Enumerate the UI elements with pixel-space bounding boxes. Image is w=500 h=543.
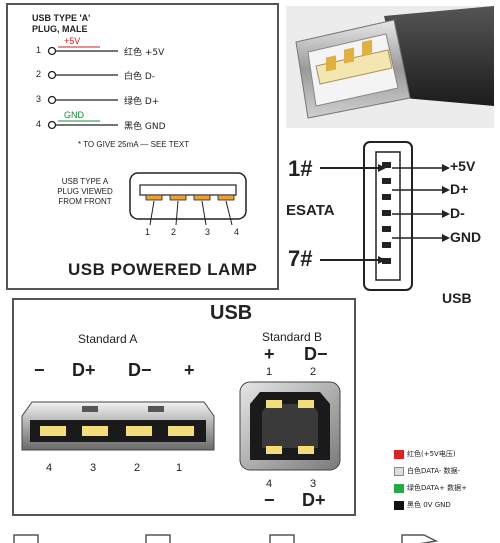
lamp-title: USB POWERED LAMP (68, 260, 258, 279)
esata-caption: USB (442, 290, 472, 306)
usb-panel-title: USB (210, 302, 253, 324)
esata-name: ESATA (286, 202, 335, 219)
color-legend: 红色(+5V电压) 白色DATA- 数据- 绿色DATA+ 数据+ 黑色 0V … (394, 448, 498, 516)
esata-signal-gnd: GND (450, 229, 482, 245)
plug-view-label: USB TYPE A PLUG VIEWED FROM FRONT (50, 177, 120, 207)
current-note: * TO GIVE 25mA — SEE TEXT (78, 140, 190, 149)
esata-signal-dplus: D+ (450, 181, 469, 197)
std-a-pin-1: 1 (176, 462, 183, 474)
legend-swatch-black (394, 501, 404, 510)
pin-row-4 (47, 120, 118, 130)
standard-b-label: Standard B (262, 330, 323, 344)
pin-desc-3: 绿色 D+ (124, 97, 160, 107)
std-b-signal-plus: + (264, 344, 275, 364)
cropped-bottom-shapes (13, 534, 439, 543)
plug-pin-1: 1 (145, 227, 151, 237)
plug-pin-3: 3 (205, 227, 211, 237)
plug-pin-4: 4 (234, 227, 240, 237)
wire-label-gnd: GND (64, 110, 84, 120)
pin-row-3 (47, 95, 118, 105)
std-a-signal-3: D− (128, 360, 152, 380)
header-line-1: USB TYPE 'A' (32, 13, 91, 23)
pin-wiring-diagram (47, 46, 118, 130)
plug-label-line-2: PLUG VIEWED (57, 187, 113, 196)
std-b-signal-minus: − (264, 490, 275, 510)
esata-connector-drawing (320, 141, 450, 291)
esata-signal-5v: +5V (450, 158, 476, 174)
pin-desc-1: 红色 +5V (124, 48, 165, 58)
usb-standard-panel: USB Standard A − D+ D− + 4 3 2 1 Standar… (12, 298, 356, 516)
legend-item-green: 绿色DATA+ 数据+ (394, 482, 498, 499)
standard-a-connector (21, 401, 215, 451)
std-a-pin-2: 2 (134, 462, 141, 474)
esata-signal-dminus: D- (450, 205, 465, 221)
standard-b-connector (239, 381, 341, 471)
esata-pin-first: 1# (288, 156, 313, 181)
legend-label-green: 绿色DATA+ 数据+ (407, 484, 467, 492)
pin-num-4: 4 (36, 119, 42, 129)
plug-label-line-3: FROM FRONT (58, 197, 112, 206)
legend-item-black: 黑色 0V GND (394, 499, 498, 516)
legend-item-red: 红色(+5V电压) (394, 448, 498, 465)
usb-plug-photo (286, 6, 494, 128)
legend-swatch-green (394, 484, 404, 493)
std-b-pin-2: 2 (310, 366, 317, 378)
legend-label-white: 白色DATA- 数据- (407, 467, 461, 475)
usb-lamp-panel: USB TYPE 'A' PLUG, MALE 1 2 3 4 +5V GND … (6, 3, 279, 290)
pin-num-2: 2 (36, 69, 42, 79)
wire-label-5v: +5V (64, 36, 81, 46)
legend-label-black: 黑色 0V GND (407, 501, 451, 509)
std-b-pin-4: 4 (266, 478, 273, 490)
esata-panel: 1# ESATA 7# +5V D+ D- GND USB (280, 140, 500, 306)
std-a-signal-4: + (184, 360, 195, 380)
plug-pin-2: 2 (171, 227, 177, 237)
usb-plug-illustration (286, 6, 494, 128)
std-b-pin-3: 3 (310, 478, 317, 490)
pin-desc-4: 黑色 GND (124, 122, 166, 132)
pin-num-3: 3 (36, 94, 42, 104)
std-b-pin-1: 1 (266, 366, 273, 378)
std-a-signal-1: − (34, 360, 45, 380)
plug-front-view (129, 172, 247, 226)
std-b-signal-dplus: D+ (302, 490, 326, 510)
std-b-signal-dminus: D− (304, 344, 328, 364)
pin-row-1 (47, 46, 118, 56)
std-a-pin-4: 4 (46, 462, 53, 474)
pin-row-2 (47, 70, 118, 80)
header-line-2: PLUG, MALE (32, 24, 88, 34)
legend-label-red: 红色(+5V电压) (407, 450, 456, 458)
legend-swatch-white (394, 467, 404, 476)
std-a-pin-3: 3 (90, 462, 97, 474)
esata-pin-last: 7# (288, 246, 313, 271)
plug-label-line-1: USB TYPE A (61, 177, 109, 186)
std-a-signal-2: D+ (72, 360, 96, 380)
pin-num-1: 1 (36, 45, 42, 55)
legend-item-white: 白色DATA- 数据- (394, 465, 498, 482)
pin-desc-2: 白色 D- (124, 72, 156, 82)
legend-swatch-red (394, 450, 404, 459)
standard-a-label: Standard A (78, 332, 138, 346)
